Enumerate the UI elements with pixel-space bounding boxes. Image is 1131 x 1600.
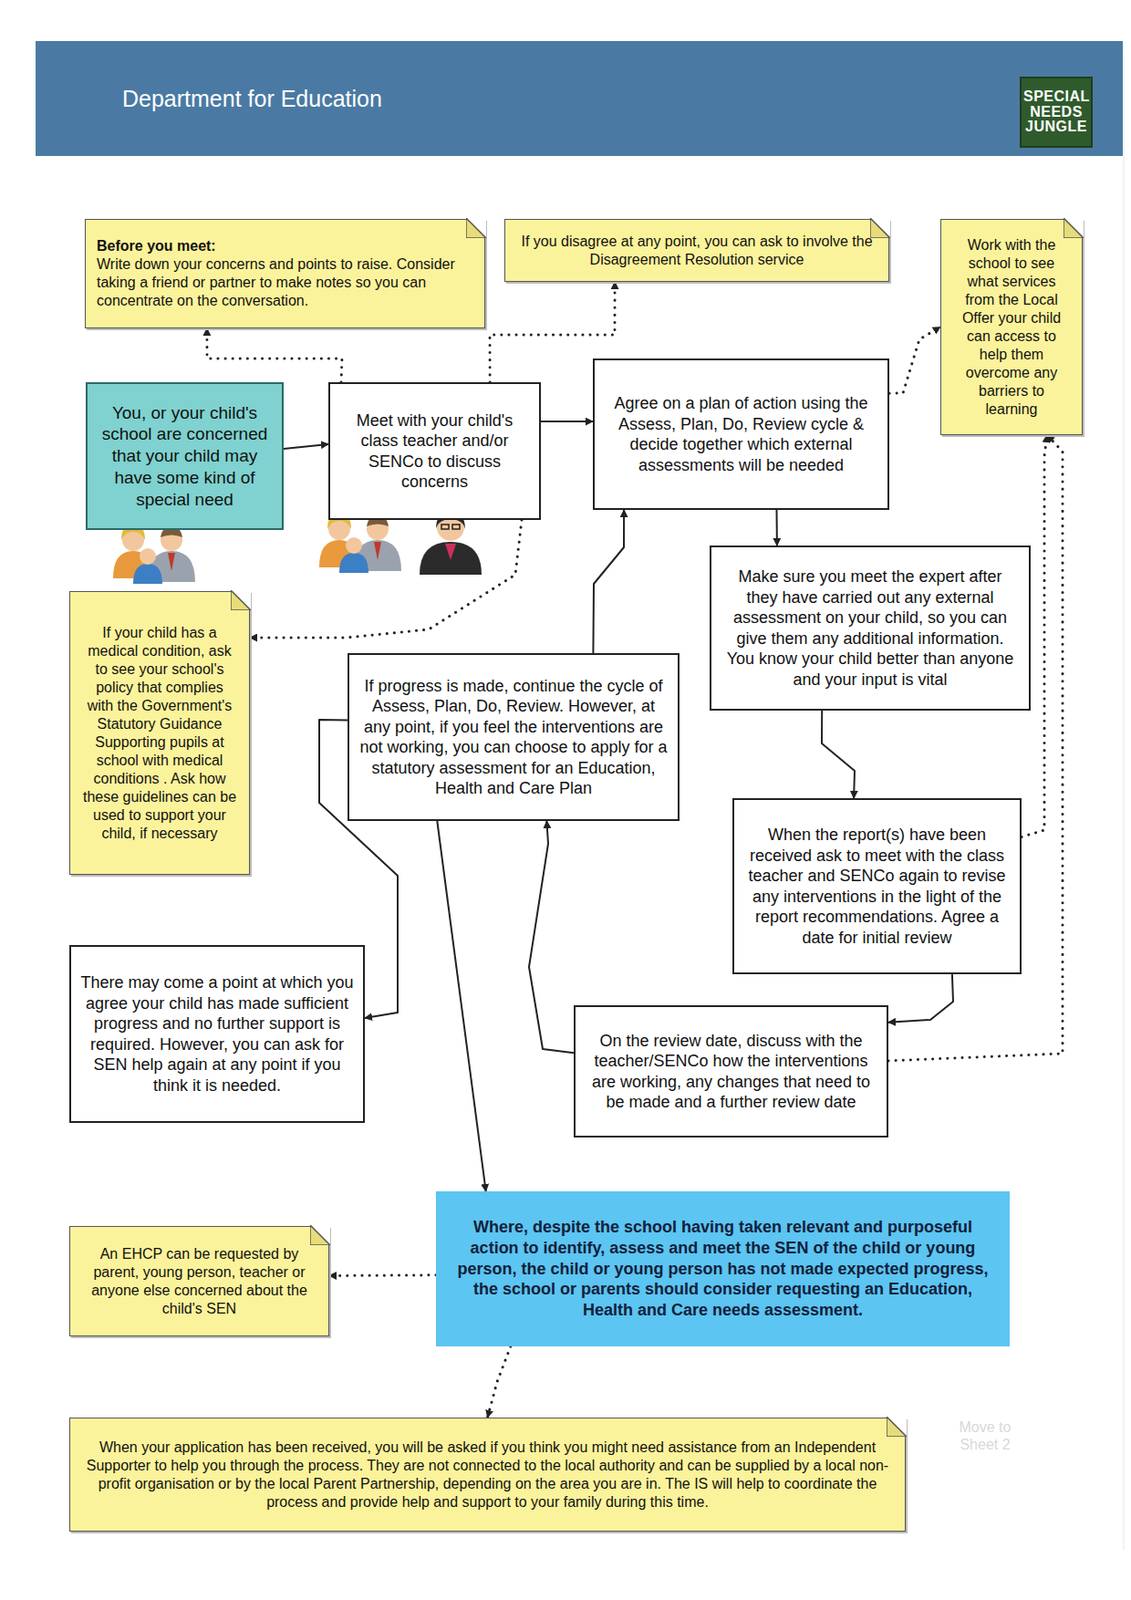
arrow-connector xyxy=(436,820,486,1192)
process-box: If progress is made, continue the cycle … xyxy=(347,653,680,821)
note-fold xyxy=(870,217,891,239)
tip-note: Work with the school to see what service… xyxy=(940,218,1083,436)
arrow-connector xyxy=(529,820,574,1053)
note-fold xyxy=(230,590,251,611)
note-fold xyxy=(466,217,487,239)
header-band: Department for EducationSPECIAL NEEDS JU… xyxy=(35,41,1123,156)
note-fold xyxy=(310,1224,331,1246)
box-text: If your child has a medical condition, a… xyxy=(81,623,239,843)
box-text: Where, despite the school having taken r… xyxy=(447,1216,998,1321)
box-text: When your application has been received,… xyxy=(81,1438,894,1512)
tip-note: If your child has a medical condition, a… xyxy=(69,591,250,875)
process-box: Agree on a plan of action using the Asse… xyxy=(592,358,890,510)
highlight-box: Where, despite the school having taken r… xyxy=(435,1191,1010,1347)
arrow-connector xyxy=(821,710,855,799)
box-text: You, or your child's school are concerne… xyxy=(96,402,273,511)
tip-note: When your application has been received,… xyxy=(69,1417,906,1532)
dotted-connector xyxy=(329,1273,436,1277)
arrow-connector xyxy=(592,509,624,654)
note-heading: Before you meet: xyxy=(96,237,474,256)
box-text: Write down your concerns and points to r… xyxy=(96,255,474,311)
tip-note: An EHCP can be requested by parent, youn… xyxy=(69,1225,330,1337)
parents-teacher-icon xyxy=(319,511,482,575)
process-box: Make sure you meet the expert after they… xyxy=(709,545,1031,711)
start-box: You, or your child's school are concerne… xyxy=(85,382,284,530)
box-text: Agree on a plan of action using the Asse… xyxy=(603,393,879,476)
note-fold xyxy=(1063,217,1084,239)
dotted-connector xyxy=(249,519,522,638)
process-box: Meet with your child's class teacher and… xyxy=(328,382,541,520)
box-text: If progress is made, continue the cycle … xyxy=(358,675,669,799)
note-fold xyxy=(886,1416,907,1437)
watermark-text: Move to Sheet 2 xyxy=(948,1418,1022,1453)
box-text: SPECIAL NEEDS JUNGLE xyxy=(1023,89,1090,135)
box-text: When the report(s) have been received as… xyxy=(743,824,1011,948)
box-text: If you disagree at any point, you can as… xyxy=(516,232,878,270)
arrow-connector xyxy=(776,509,779,546)
box-text: There may come a point at which you agre… xyxy=(80,972,354,1096)
dotted-connector xyxy=(889,327,941,395)
box-text: Meet with your child's class teacher and… xyxy=(339,410,530,493)
dotted-connector xyxy=(207,328,343,383)
arrow-connector xyxy=(888,974,954,1023)
end-box: There may come a point at which you agre… xyxy=(69,944,365,1123)
process-box: When the report(s) have been received as… xyxy=(732,798,1022,975)
box-text: Make sure you meet the expert after they… xyxy=(720,566,1020,690)
process-box: On the review date, discuss with the tea… xyxy=(573,1005,889,1138)
logo-badge: SPECIAL NEEDS JUNGLE xyxy=(1019,76,1093,148)
box-text: An EHCP can be requested by parent, youn… xyxy=(81,1245,318,1318)
box-text: Department for Education xyxy=(122,85,1123,113)
dotted-connector xyxy=(487,1346,511,1418)
arrow-connector xyxy=(540,420,593,423)
page-shadow xyxy=(1123,54,1125,1551)
arrow-connector xyxy=(283,444,329,449)
family-icon xyxy=(113,524,196,584)
tip-note: Before you meet:Write down your concerns… xyxy=(84,218,486,329)
box-text: On the review date, discuss with the tea… xyxy=(584,1030,878,1113)
box-text: Work with the school to see what service… xyxy=(952,236,1071,419)
tip-note: If you disagree at any point, you can as… xyxy=(504,218,890,282)
